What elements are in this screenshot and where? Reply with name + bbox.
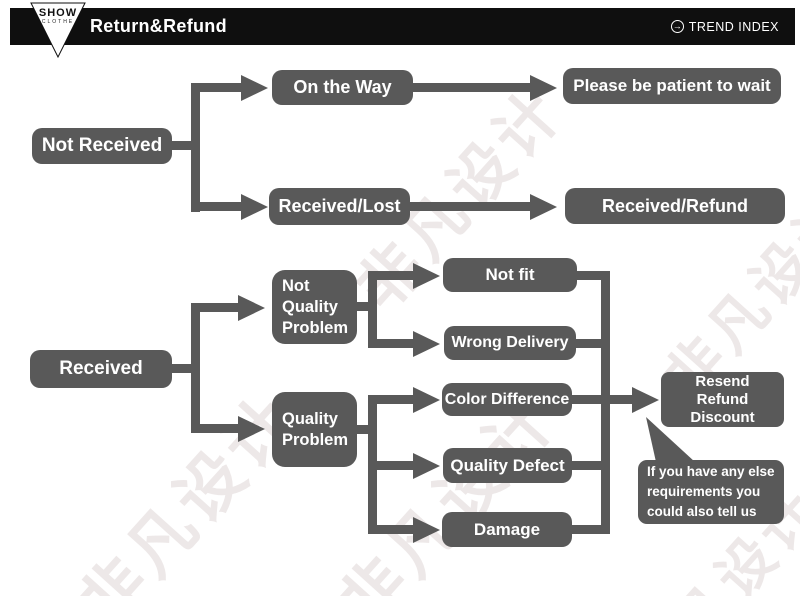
- brand-name: TREND INDEX: [688, 19, 779, 34]
- node-quality-problem: Quality Problem: [272, 392, 357, 467]
- flow-connector: [572, 461, 610, 470]
- flow-connector: [191, 83, 200, 212]
- node-not-fit: Not fit: [443, 258, 577, 292]
- arrowhead-icon: [530, 74, 557, 101]
- node-damage: Damage: [442, 512, 572, 547]
- flow-connector: [191, 83, 242, 92]
- arrowhead-icon: [238, 415, 265, 442]
- flow-connector: [191, 303, 239, 312]
- flow-connector: [191, 202, 242, 211]
- node-resend-refund-discount: Resend Refund Discount: [661, 372, 784, 427]
- callout-tail-icon: [646, 417, 695, 462]
- arrowhead-icon: [413, 386, 440, 413]
- node-received-refund: Received/Refund: [565, 188, 785, 224]
- flow-connector: [610, 395, 633, 404]
- arrowhead-icon: [238, 294, 265, 321]
- header-bar: Return&Refund → TREND INDEX: [10, 8, 795, 45]
- flow-connector: [368, 271, 377, 348]
- node-received: Received: [30, 350, 172, 388]
- flow-connector: [572, 525, 610, 534]
- callout-note: If you have any else requirements you co…: [638, 460, 784, 524]
- flow-connector: [191, 303, 200, 433]
- arrowhead-icon: [413, 516, 440, 543]
- node-color-difference: Color Difference: [442, 383, 572, 416]
- arrowhead-icon: [530, 193, 557, 220]
- node-wrong-delivery: Wrong Delivery: [444, 326, 576, 360]
- page-title: Return&Refund: [90, 16, 227, 36]
- flow-connector: [368, 271, 414, 280]
- node-received-lost: Received/Lost: [269, 188, 410, 225]
- flow-connector: [170, 141, 200, 150]
- flow-connector: [368, 461, 414, 470]
- circle-arrow-icon: →: [670, 20, 684, 33]
- arrowhead-icon: [632, 386, 659, 413]
- flow-connector: [577, 271, 610, 280]
- logo-text-show: SHOW: [38, 7, 78, 19]
- shop-logo: SHOW CLOTHE: [0, 0, 120, 62]
- arrowhead-icon: [413, 330, 440, 357]
- logo-triangle-icon: [30, 2, 86, 59]
- arrowhead-icon: [413, 452, 440, 479]
- node-please-be-patient: Please be patient to wait: [563, 68, 781, 104]
- node-on-the-way: On the Way: [272, 70, 413, 105]
- flow-connector: [572, 395, 610, 404]
- flow-connector: [601, 271, 610, 534]
- arrowhead-icon: [241, 74, 268, 101]
- flow-connector: [170, 364, 200, 373]
- flow-connector: [368, 525, 414, 534]
- brand-logo: → TREND INDEX: [670, 8, 779, 45]
- flow-connector: [355, 302, 377, 311]
- flow-connector: [355, 425, 377, 434]
- flow-connector: [191, 424, 239, 433]
- node-quality-defect: Quality Defect: [443, 448, 572, 483]
- flow-connector: [410, 202, 531, 211]
- node-not-quality-problem: Not Quality Problem: [272, 270, 357, 344]
- node-not-received: Not Received: [32, 128, 172, 164]
- flow-connector: [368, 339, 414, 348]
- flow-connector: [576, 339, 610, 348]
- flow-connector: [413, 83, 531, 92]
- arrowhead-icon: [413, 262, 440, 289]
- logo-text-clothe: CLOTHE: [41, 19, 75, 25]
- arrowhead-icon: [241, 193, 268, 220]
- flow-connector: [368, 395, 414, 404]
